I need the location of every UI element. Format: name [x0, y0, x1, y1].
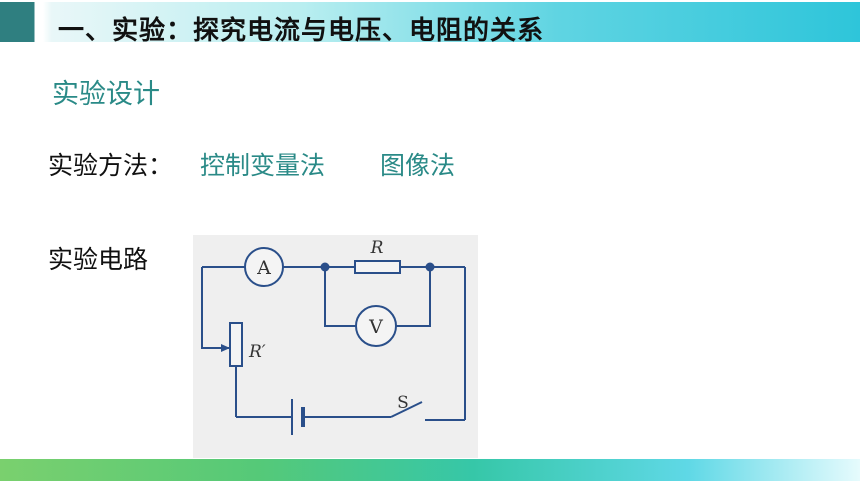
junction-node-right [425, 262, 435, 272]
section-subtitle: 实验设计 [52, 79, 160, 110]
ammeter: A [244, 247, 284, 287]
method-label: 实验方法： [48, 151, 174, 180]
resistor: R [354, 238, 401, 274]
bottom-bar [0, 459, 860, 481]
circuit-label: 实验电路 [48, 245, 149, 274]
rheostat-label: R′ [248, 342, 266, 362]
header-square [4, 8, 34, 42]
header-bar: 一、实验：探究电流与电压、电阻的关系 [0, 2, 860, 46]
junction-node-left [320, 262, 330, 272]
voltmeter: V [355, 305, 397, 347]
switch-label: S [397, 393, 409, 413]
circuit-diagram: A R V R′ S [193, 235, 478, 458]
battery [291, 399, 305, 435]
rheostat: R′ [221, 322, 266, 367]
resistor-label: R [370, 238, 384, 258]
page-title: 一、实验：探究电流与电压、电阻的关系 [58, 16, 545, 46]
voltmeter-label: V [368, 316, 383, 338]
method-item-control-variable: 控制变量法 [200, 151, 326, 180]
switch: S [390, 393, 423, 418]
ammeter-label: A [256, 257, 271, 279]
method-item-graph: 图像法 [380, 151, 456, 180]
